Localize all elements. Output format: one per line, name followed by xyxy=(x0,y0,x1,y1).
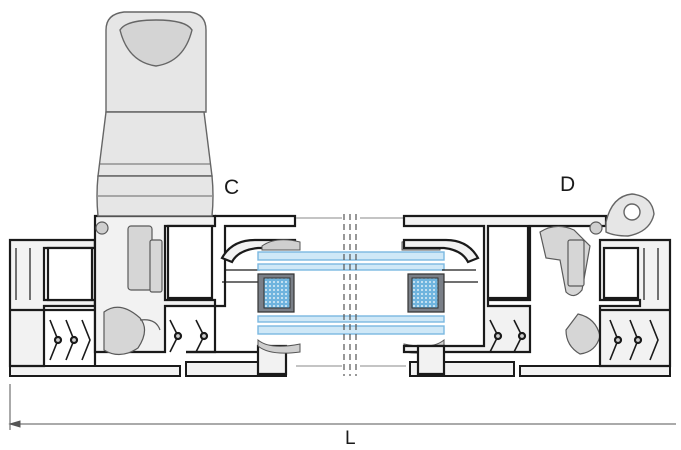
dimension-label-l: L xyxy=(345,428,356,449)
right-sash-profile xyxy=(402,214,608,376)
frame-bottom-rail xyxy=(9,361,671,377)
hinge-icon xyxy=(605,193,655,237)
right-outer-frame xyxy=(598,238,672,368)
left-outer-frame xyxy=(8,238,97,368)
handle-icon xyxy=(96,11,214,217)
left-hardware xyxy=(95,221,163,356)
right-hardware xyxy=(539,221,603,355)
dimension-line-l xyxy=(8,384,676,430)
section-label-d: D xyxy=(560,173,576,196)
section-label-c: C xyxy=(224,176,240,199)
